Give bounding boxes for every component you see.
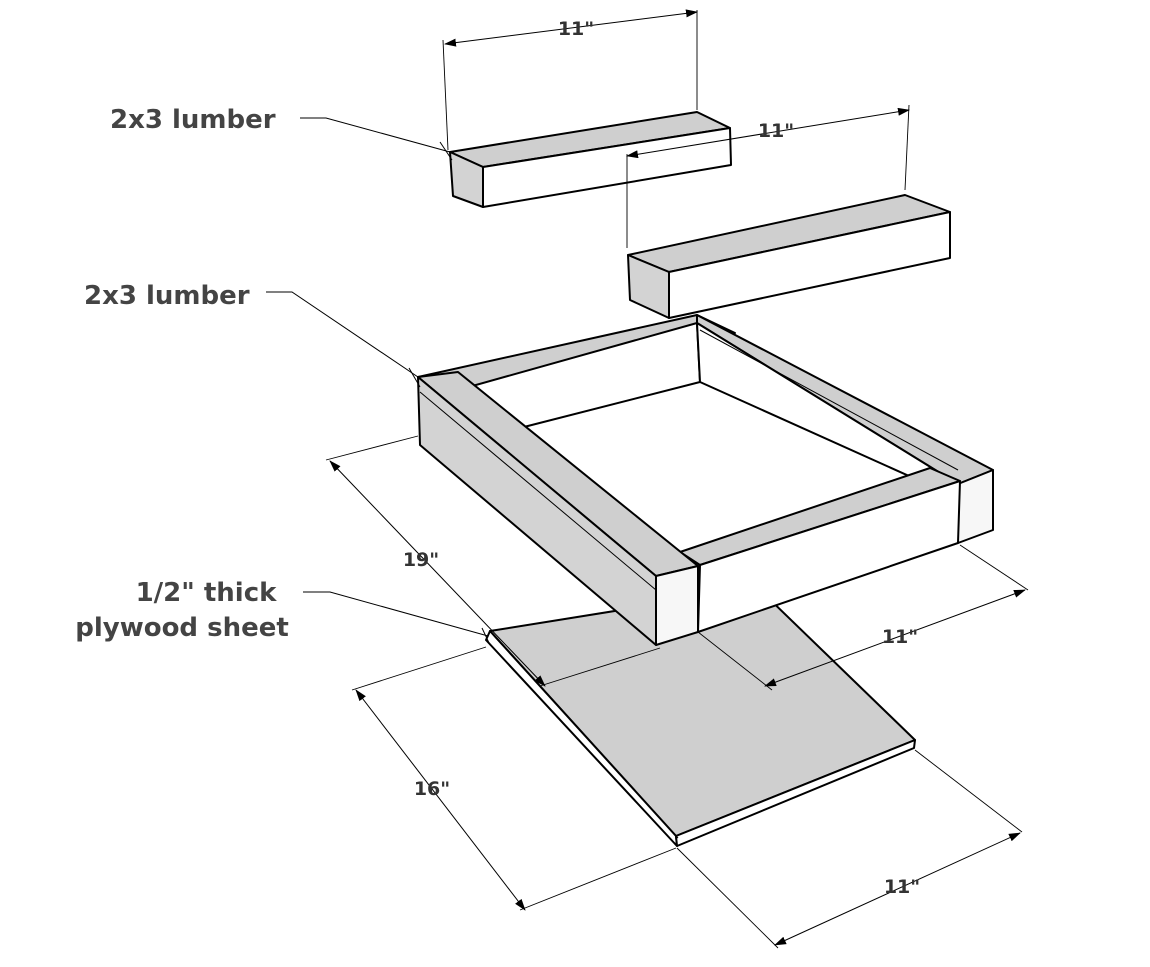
dimension-label: 11" (558, 18, 594, 40)
dimension-label: 11" (758, 120, 794, 142)
dimension-top-piece-1: 11" (442, 9, 698, 151)
lumber-piece-1 (449, 111, 732, 208)
label-plywood-line1: 1/2" thick (136, 578, 278, 608)
dimension-label: 19" (403, 549, 439, 571)
lumber-piece-2 (627, 194, 951, 319)
dimension-label: 16" (414, 778, 450, 800)
dimension-label: 11" (884, 876, 920, 898)
dimension-frame-width: 11" (697, 544, 1029, 691)
dimension-plywood-width: 11" (676, 749, 1023, 949)
dimension-top-piece-2: 11" (626, 104, 910, 248)
label-plywood-line2: plywood sheet (75, 613, 289, 643)
dimension-label: 11" (882, 626, 918, 648)
label-top-lumber: 2x3 lumber (110, 105, 276, 135)
callout-frame-lumber: 2x3 lumber (84, 281, 421, 388)
callout-plywood: 1/2" thick plywood sheet (75, 578, 491, 646)
lumber-frame (417, 314, 994, 646)
dimension-frame-depth: 19" (325, 435, 661, 687)
callout-top-lumber: 2x3 lumber (110, 105, 453, 161)
dimension-plywood-depth: 16" (351, 646, 677, 911)
label-frame-lumber: 2x3 lumber (84, 281, 250, 311)
